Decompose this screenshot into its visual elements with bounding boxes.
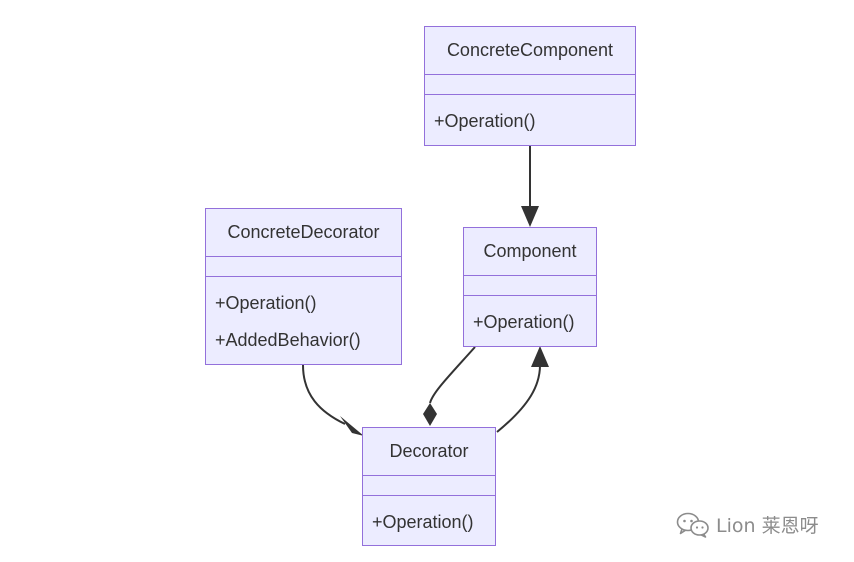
method-item: +AddedBehavior() xyxy=(215,330,361,350)
class-methods: +Operation() xyxy=(464,296,596,341)
class-concretecomponent: ConcreteComponent +Operation() xyxy=(424,26,636,146)
aggregation-diamond xyxy=(423,403,437,426)
class-name: Decorator xyxy=(363,428,495,476)
edge-component-aggregation-decorator xyxy=(429,346,476,404)
class-component: Component +Operation() xyxy=(463,227,597,347)
watermark: Lion 莱恩呀 xyxy=(676,511,819,538)
method-item: +Operation() xyxy=(434,111,536,131)
class-concretedecorator: ConcreteDecorator +Operation() +AddedBeh… xyxy=(205,208,402,365)
wechat-icon xyxy=(676,512,709,538)
arrowhead-component-bottom xyxy=(531,346,549,367)
method-item: +Operation() xyxy=(372,512,474,532)
class-name: ConcreteComponent xyxy=(425,27,635,75)
class-methods: +Operation() xyxy=(363,496,495,541)
method-item: +Operation() xyxy=(215,293,317,313)
class-name: ConcreteDecorator xyxy=(206,209,401,257)
class-methods: +Operation() xyxy=(425,95,635,140)
class-attributes xyxy=(425,75,635,95)
class-attributes xyxy=(363,476,495,496)
class-attributes xyxy=(206,257,401,277)
edge-concretedecorator-to-decorator xyxy=(302,364,346,425)
class-methods: +Operation() +AddedBehavior() xyxy=(206,277,401,359)
class-name: Component xyxy=(464,228,596,276)
method-item: +Operation() xyxy=(473,312,575,332)
class-attributes xyxy=(464,276,596,296)
watermark-text: Lion 莱恩呀 xyxy=(716,515,819,537)
arrowhead-decorator xyxy=(340,416,364,436)
class-decorator: Decorator +Operation() xyxy=(362,427,496,546)
arrowhead-component-top xyxy=(521,206,539,227)
edge-decorator-to-component xyxy=(496,364,541,433)
